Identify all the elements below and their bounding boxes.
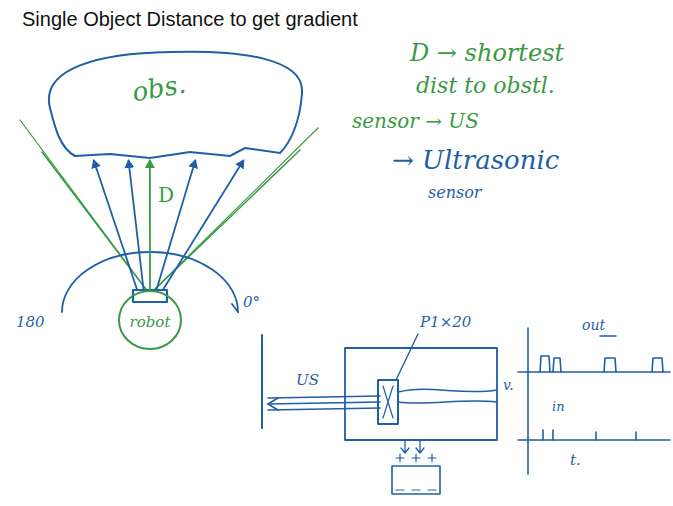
robot-circle: robot [118,290,182,350]
obstacle-outline-shape [40,48,308,160]
charge-marks [396,489,436,490]
axis-label: t. [570,452,581,469]
out-arrow [600,335,616,336]
echo-pulse [540,356,663,372]
graph-axis [527,328,529,474]
distance-ray [163,160,244,290]
input-tick [543,430,636,440]
wave-label: US [296,372,319,389]
node-label: obs. [130,70,188,108]
part-label: P1×20 [420,314,471,331]
angle-label: 180 [16,314,45,331]
wire [398,401,497,403]
robot-circle-path [119,291,181,349]
wire [398,389,497,392]
force-arrows [401,440,424,453]
arc-head [232,304,238,312]
slide-title: Single Object Distance to get gradient [22,8,358,31]
piezo-hatch [383,386,393,418]
piezo-element [378,380,398,424]
fan-line [152,150,300,292]
wave-line [268,396,380,398]
fan-line [20,120,148,292]
charge-marks [396,454,436,462]
wave-line [268,408,380,410]
obstacle-outline-path [49,52,302,158]
note-text: dist to obstl. [416,74,555,98]
wave-line [268,402,380,404]
note-text: sensor [428,184,481,202]
signal-label: out [582,318,605,333]
leader-line [396,334,418,380]
note-text: sensor → US [352,110,479,132]
signal-label: in [552,400,565,414]
signal-label: v. [503,378,514,393]
distance-ray [149,160,151,290]
crystal-box [392,466,440,494]
graph-axis [518,439,670,441]
note-text: → Ultrasonic [392,146,559,175]
edge-label: D [156,184,176,206]
wave-head [268,398,278,410]
note-text: D → shortest [410,40,564,66]
node-label: robot [130,314,171,331]
sensor-housing [345,348,497,440]
angle-label: 0° [243,294,260,311]
obstacle-outline: obs. [40,48,308,160]
wall-line [261,335,263,428]
distance-ray [128,160,143,290]
